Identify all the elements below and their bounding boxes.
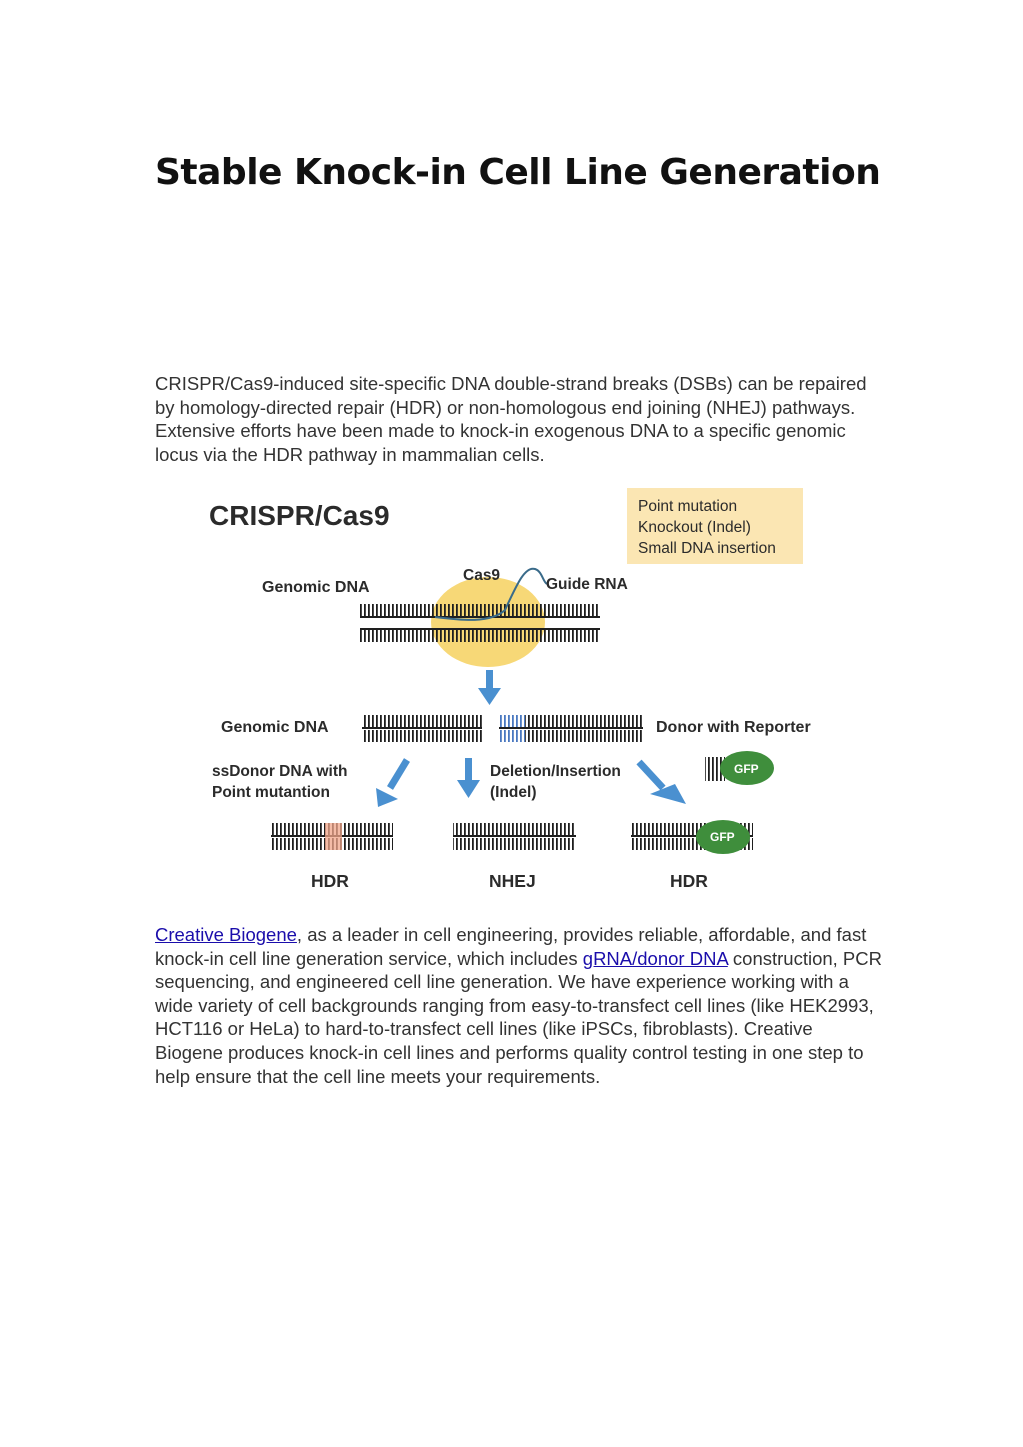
cut-dna-left-top — [362, 715, 482, 727]
donor-reporter-fragment: GFP — [705, 751, 774, 785]
service-text-1: , as a leader in cell engineering, provi… — [155, 924, 867, 969]
grna-donor-dna-link[interactable]: gRNA/donor DNA — [582, 947, 728, 969]
creative-biogene-link[interactable]: Creative Biogene — [155, 924, 297, 945]
genomic-dna-strand-bottom-backbone — [360, 628, 600, 630]
indel-label-line1: Deletion/Insertion — [490, 763, 621, 780]
outcome-small-insertion: Small DNA insertion — [638, 540, 776, 557]
cut-dna-left-mid — [362, 727, 482, 729]
guide-rna-label: Guide RNA — [546, 576, 628, 593]
outcome-knockout: Knockout (Indel) — [638, 519, 751, 536]
arrow-to-hdr-left — [376, 758, 410, 807]
result-label-nhej: NHEJ — [489, 871, 536, 891]
outcome-point-mutation: Point mutation — [638, 498, 737, 515]
indel-label-line2: (Indel) — [490, 784, 537, 801]
donor-reporter-label: Donor with Reporter — [656, 719, 811, 736]
service-text-2: construction, PCR sequencing, and engine… — [155, 947, 882, 1087]
cut-dna-right-bottom — [525, 730, 643, 742]
genomic-dna-strand-bottom — [360, 628, 600, 642]
cas9-ellipse — [431, 577, 545, 667]
result-label-hdr-right: HDR — [670, 871, 708, 891]
guide-rna-curve — [434, 567, 548, 621]
page-title: Stable Knock-in Cell Line Generation — [155, 152, 881, 193]
outcomes-box — [627, 488, 803, 564]
genomic-dna-strand-top-backbone — [360, 616, 600, 618]
dna-result-hdr-right: GFP — [631, 820, 753, 854]
figure-title: CRISPR/Cas9 — [209, 500, 390, 531]
cas9-label: Cas9 — [463, 567, 500, 584]
result-label-hdr-left: HDR — [311, 871, 349, 891]
arrow-to-hdr-right — [636, 759, 686, 804]
cut-dna-right-blue-top — [499, 715, 525, 727]
gfp-label-result: GFP — [710, 830, 735, 844]
arrow-to-nhej — [457, 758, 480, 798]
gfp-label-donor: GFP — [734, 762, 759, 776]
genomic-dna-label-top: Genomic DNA — [262, 579, 370, 596]
genomic-dna-label-cut: Genomic DNA — [221, 719, 329, 736]
cut-dna-right-blue-bottom — [499, 730, 525, 742]
cut-dna-right-mid — [499, 727, 643, 729]
dna-result-nhej — [453, 823, 576, 850]
cut-dna-right-top — [525, 715, 643, 727]
crispr-diagram: CRISPR/Cas9 Point mutation Knockout (Ind… — [195, 484, 845, 904]
down-arrow-main — [478, 670, 501, 705]
service-paragraph: Creative Biogene, as a leader in cell en… — [155, 923, 885, 1088]
genomic-dna-strand-top — [360, 604, 600, 618]
ssdonor-label-line1: ssDonor DNA with — [212, 763, 347, 780]
intro-paragraph: CRISPR/Cas9-induced site-specific DNA do… — [155, 373, 867, 465]
cut-dna-left-bottom — [362, 730, 482, 742]
dna-result-hdr-left — [271, 823, 393, 850]
ssdonor-label-line2: Point mutantion — [212, 784, 330, 801]
